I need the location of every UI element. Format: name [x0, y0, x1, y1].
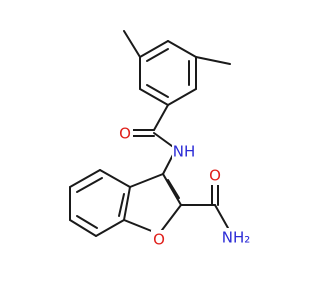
bond: [76, 215, 98, 229]
bond: [139, 40, 169, 58]
carboxamide-nitrogen-label: NH₂: [222, 229, 251, 247]
molecule-drawing: O NH O O NH₂: [69, 30, 252, 249]
label-mask: [172, 143, 198, 161]
bond: [158, 204, 182, 235]
furan-oxygen-label: O: [153, 231, 165, 249]
bond: [146, 84, 169, 98]
amide-oxygen-label: O: [119, 125, 131, 143]
structure-svg: O NH O O NH₂: [69, 30, 252, 249]
bond: [123, 186, 131, 221]
bond: [167, 88, 197, 106]
bond: [99, 169, 131, 188]
bond: [123, 30, 141, 58]
carboxamide-oxygen-label: O: [209, 167, 221, 185]
bond: [95, 219, 125, 237]
bond: [69, 169, 101, 188]
label-mask: [218, 228, 252, 246]
bond: [129, 173, 164, 188]
bond: [76, 177, 103, 193]
bond: [167, 179, 180, 199]
bond: [214, 204, 229, 229]
label-mask: [151, 230, 167, 248]
amide-nitrogen-label: NH: [173, 143, 196, 161]
bond: [195, 56, 231, 65]
bond: [167, 40, 197, 58]
bond: [162, 173, 182, 206]
bond: [139, 88, 169, 106]
bond: [153, 104, 169, 131]
atom-label-layer: O NH O O NH₂: [117, 124, 252, 249]
label-mask: [117, 124, 133, 142]
bond-layer: [69, 30, 231, 237]
bond: [69, 219, 97, 237]
label-mask: [207, 167, 223, 185]
bond: [118, 193, 125, 217]
bond: [146, 48, 169, 62]
